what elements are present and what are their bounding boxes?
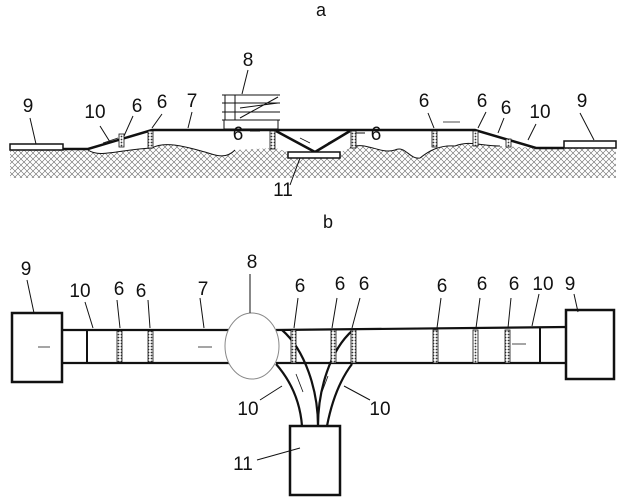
box-11 xyxy=(288,424,342,497)
label-6: 6 xyxy=(295,276,306,297)
label-10: 10 xyxy=(84,102,105,123)
label-6: 6 xyxy=(132,96,143,117)
ground-hatch xyxy=(10,143,616,178)
label-10: 10 xyxy=(69,281,90,302)
pad-9-left xyxy=(9,143,64,151)
label-6: 6 xyxy=(509,274,520,295)
label-6: 6 xyxy=(371,124,382,145)
label-9: 9 xyxy=(21,259,32,280)
label-8: 8 xyxy=(243,50,254,71)
branch-v xyxy=(275,129,351,154)
panel-a-side-view: a 9 10 6 6 7 8 6 xyxy=(9,0,617,201)
box-9-left xyxy=(10,311,64,384)
label-6: 6 xyxy=(477,274,488,295)
pipe-7-plan xyxy=(62,325,567,365)
label-6: 6 xyxy=(233,124,244,145)
label-7: 7 xyxy=(198,279,209,300)
separators-6-side xyxy=(118,130,512,150)
separators-6-plan xyxy=(116,329,511,364)
label-10: 10 xyxy=(369,399,390,420)
label-8: 8 xyxy=(247,252,258,273)
separators-10-plan xyxy=(86,328,541,363)
label-9: 9 xyxy=(577,91,588,112)
label-11: 11 xyxy=(233,454,253,475)
box-9-right xyxy=(564,308,616,381)
label-6: 6 xyxy=(157,92,168,113)
branch-pipes-10 xyxy=(275,329,354,427)
label-6: 6 xyxy=(136,281,147,302)
label-7: 7 xyxy=(187,91,198,112)
label-6: 6 xyxy=(419,91,430,112)
panel-b-title: b xyxy=(323,212,333,232)
label-11: 11 xyxy=(273,180,293,201)
flow-arrows-plan xyxy=(38,343,526,393)
leader-lines-b xyxy=(26,274,579,461)
label-9: 9 xyxy=(565,274,576,295)
leader-lines-a xyxy=(29,69,595,186)
machine-8-plan xyxy=(224,312,280,380)
pipe-7-side xyxy=(63,128,564,151)
pad-9-right xyxy=(563,140,617,149)
label-10: 10 xyxy=(529,102,550,123)
machine-8-side xyxy=(222,94,280,130)
label-6: 6 xyxy=(114,279,125,300)
label-6: 6 xyxy=(501,98,512,119)
label-6: 6 xyxy=(437,276,448,297)
label-10: 10 xyxy=(532,274,553,295)
label-6: 6 xyxy=(359,274,370,295)
label-6: 6 xyxy=(477,91,488,112)
label-6: 6 xyxy=(335,274,346,295)
labels-b: 9 10 6 6 7 8 6 6 6 6 6 6 10 9 10 10 11 xyxy=(21,252,576,475)
panel-a-title: a xyxy=(316,0,327,20)
label-9: 9 xyxy=(23,96,34,117)
label-10: 10 xyxy=(237,399,258,420)
labels-a: 9 10 6 6 7 8 6 6 11 6 6 6 10 9 xyxy=(23,50,588,201)
flow-arrows-side xyxy=(102,121,460,144)
panel-b-plan-view: b 9 10 6 6 7 8 6 6 6 xyxy=(10,212,616,497)
pad-11 xyxy=(287,151,341,159)
